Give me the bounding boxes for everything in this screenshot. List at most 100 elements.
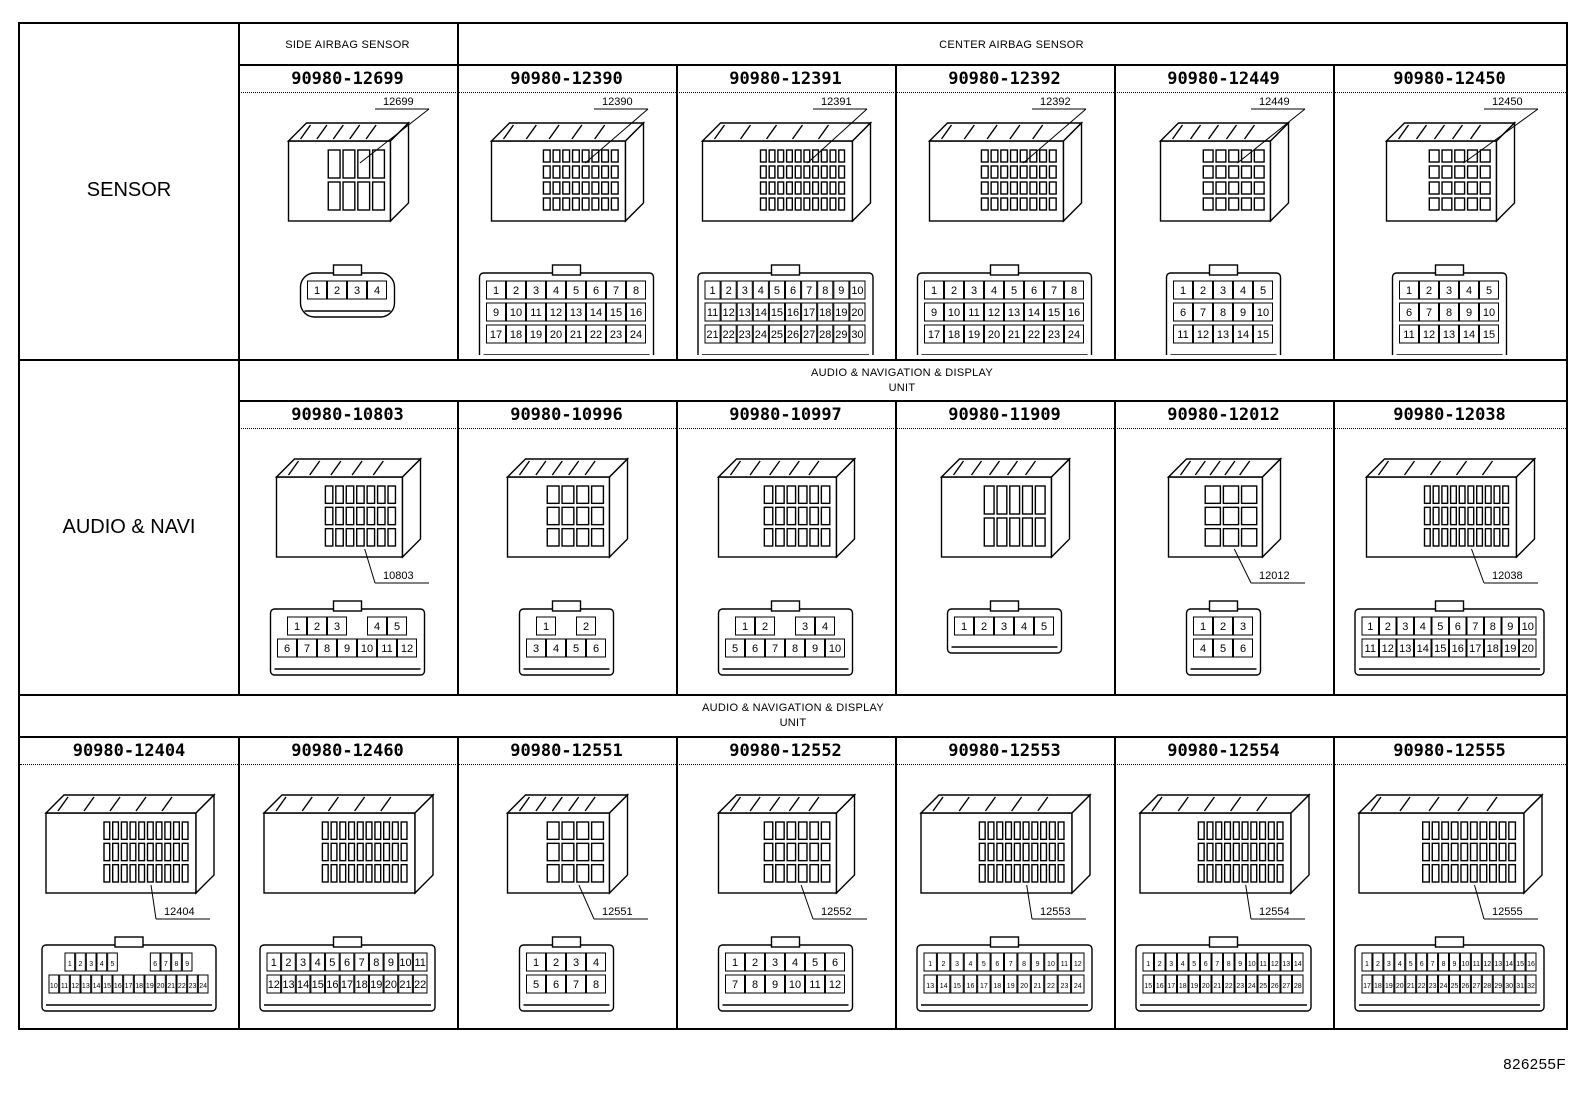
terminal-number: 20 xyxy=(550,329,562,341)
terminal-number: 24 xyxy=(1074,983,1082,990)
terminal-number: 26 xyxy=(1271,983,1279,990)
terminal-number: 2 xyxy=(981,621,987,633)
terminal-number: 2 xyxy=(314,621,320,633)
terminal-number: 11 xyxy=(61,983,68,990)
part-number: 90980-12552 xyxy=(729,741,842,761)
terminal-number: 24 xyxy=(630,329,642,341)
terminal-number: 5 xyxy=(1041,621,1047,633)
terminal-number: 5 xyxy=(573,643,579,655)
terminal-number: 7 xyxy=(573,979,579,991)
terminal-number: 8 xyxy=(822,285,828,297)
callout-label: 10803 xyxy=(383,570,414,582)
terminal-number: 8 xyxy=(633,285,639,297)
group-header-audio-line2: UNIT xyxy=(888,382,916,394)
terminal-number: 8 xyxy=(175,961,179,968)
terminal-number: 20 xyxy=(385,979,397,991)
terminal-number: 1 xyxy=(543,621,549,633)
terminal-number: 8 xyxy=(1442,961,1446,968)
terminal-number: 15 xyxy=(1516,961,1524,968)
terminal-number: 3 xyxy=(955,961,959,968)
terminal-number: 21 xyxy=(167,983,175,990)
terminal-number: 7 xyxy=(1472,621,1478,633)
terminal-number: 4 xyxy=(991,285,997,297)
terminal-number: 13 xyxy=(1443,329,1455,341)
terminal-number: 1 xyxy=(294,621,300,633)
callout-label: 12404 xyxy=(164,906,195,918)
terminal-number: 3 xyxy=(533,285,539,297)
terminal-number: 21 xyxy=(706,329,718,341)
terminal-number: 4 xyxy=(1181,961,1185,968)
terminal-number: 4 xyxy=(374,285,380,297)
col-divider xyxy=(457,24,459,359)
terminal-number: 7 xyxy=(806,285,812,297)
terminal-number: 14 xyxy=(1417,643,1429,655)
terminal-number: 16 xyxy=(326,979,338,991)
terminal-number: 13 xyxy=(1217,329,1229,341)
terminal-number: 4 xyxy=(1021,621,1027,633)
terminal-number: 7 xyxy=(164,961,168,968)
terminal-number: 16 xyxy=(1452,643,1464,655)
terminal-number: 6 xyxy=(593,643,599,655)
terminal-number: 3 xyxy=(1402,621,1408,633)
col-divider xyxy=(457,736,459,1030)
col-divider xyxy=(676,64,678,359)
terminal-number: 5 xyxy=(1486,285,1492,297)
terminal-number: 9 xyxy=(1238,961,1242,968)
part-number: 90980-10803 xyxy=(291,405,404,425)
terminal-number: 2 xyxy=(1426,285,1432,297)
terminal-number: 22 xyxy=(414,979,426,991)
terminal-number: 2 xyxy=(1220,621,1226,633)
part-number: 90980-12699 xyxy=(291,69,404,89)
callout-label: 12449 xyxy=(1259,96,1290,108)
terminal-number: 22 xyxy=(590,329,602,341)
part-number: 90980-12554 xyxy=(1167,741,1280,761)
terminal-number: 3 xyxy=(1001,621,1007,633)
label-column-divider xyxy=(238,24,240,694)
terminal-number: 6 xyxy=(995,961,999,968)
terminal-number: 8 xyxy=(1227,961,1231,968)
callout-label: 12553 xyxy=(1040,906,1071,918)
terminal-number: 10 xyxy=(948,307,960,319)
terminal-number: 24 xyxy=(199,983,207,990)
terminal-number: 28 xyxy=(1483,983,1491,990)
terminal-number: 7 xyxy=(1426,307,1432,319)
col-divider xyxy=(895,400,897,694)
terminal-number: 10 xyxy=(510,307,522,319)
group-divider-3 xyxy=(20,736,1566,738)
terminal-number: 11 xyxy=(530,307,541,319)
terminal-number: 4 xyxy=(1420,621,1426,633)
terminal-number: 21 xyxy=(570,329,582,341)
terminal-number: 3 xyxy=(573,957,579,969)
terminal-number: 2 xyxy=(334,285,340,297)
part-number: 90980-12392 xyxy=(948,69,1061,89)
terminal-number: 5 xyxy=(1011,285,1017,297)
terminal-number: 7 xyxy=(359,957,365,969)
terminal-number: 15 xyxy=(771,307,783,319)
terminal-number: 1 xyxy=(931,285,937,297)
terminal-number: 4 xyxy=(593,957,599,969)
terminal-number: 8 xyxy=(1446,307,1452,319)
terminal-number: 15 xyxy=(1483,329,1495,341)
terminal-number: 10 xyxy=(851,285,863,297)
col-divider xyxy=(676,736,678,1030)
terminal-number: 9 xyxy=(1466,307,1472,319)
terminal-number: 6 xyxy=(1204,961,1208,968)
group-header-center-airbag: CENTER AIRBAG SENSOR xyxy=(939,39,1084,51)
callout-label: 12038 xyxy=(1492,570,1523,582)
terminal-number: 10 xyxy=(1257,307,1269,319)
callout-label: 12551 xyxy=(602,906,633,918)
terminal-number: 6 xyxy=(790,285,796,297)
terminal-number: 19 xyxy=(1007,983,1015,990)
terminal-number: 27 xyxy=(803,329,815,341)
terminal-number: 6 xyxy=(593,285,599,297)
terminal-number: 7 xyxy=(1215,961,1219,968)
terminal-number: 6 xyxy=(344,957,350,969)
terminal-number: 1 xyxy=(732,957,738,969)
terminal-number: 7 xyxy=(613,285,619,297)
terminal-number: 19 xyxy=(530,329,542,341)
terminal-number: 27 xyxy=(1472,983,1480,990)
terminal-number: 18 xyxy=(1179,983,1187,990)
terminal-number: 5 xyxy=(111,961,115,968)
